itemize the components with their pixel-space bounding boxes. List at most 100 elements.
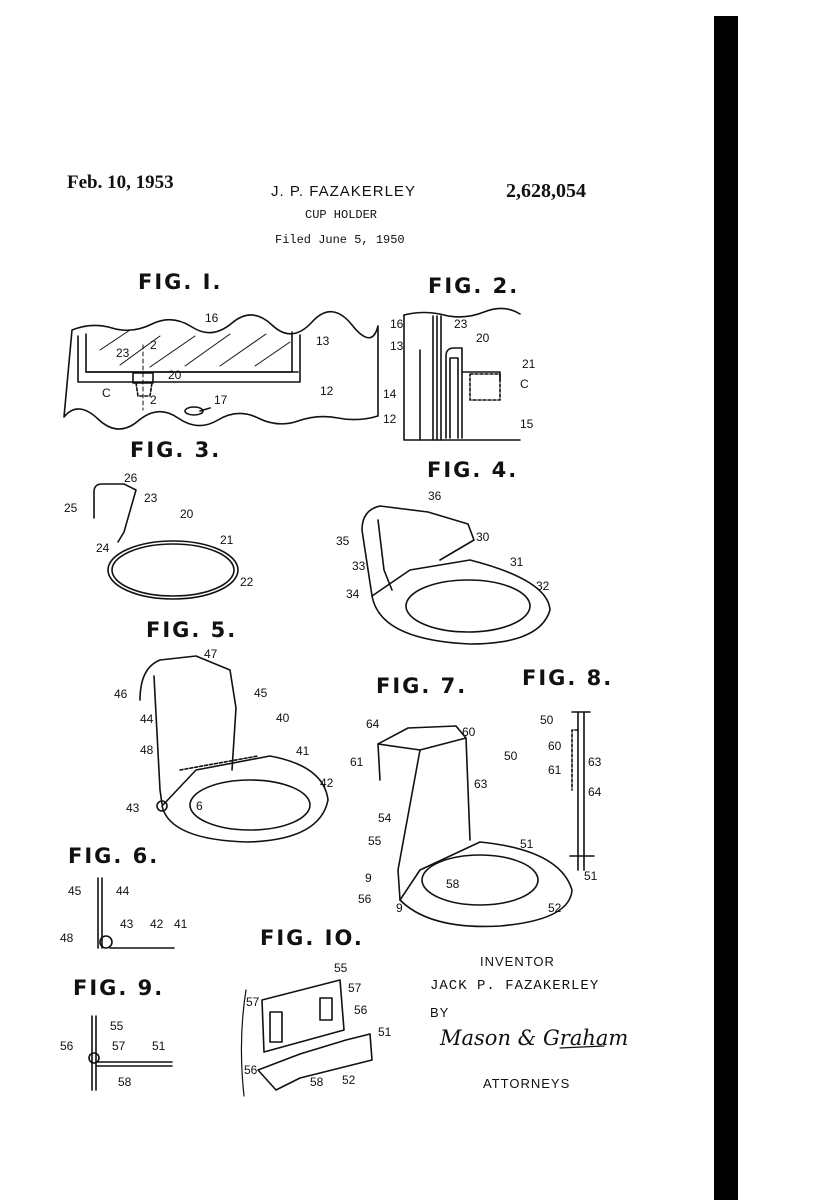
svg-text:41: 41 <box>296 744 310 758</box>
svg-text:55: 55 <box>368 834 382 848</box>
fig7-drawing: 64 60 61 50 63 54 55 51 9 58 56 9 52 <box>350 717 573 928</box>
svg-text:52: 52 <box>342 1073 356 1087</box>
svg-text:48: 48 <box>140 743 154 757</box>
patent-title: CUP HOLDER <box>305 208 378 222</box>
svg-text:31: 31 <box>510 555 524 569</box>
svg-text:47: 47 <box>204 647 218 661</box>
attorneys-label: ATTORNEYS <box>483 1076 571 1091</box>
fig6-label: FIG. 6. <box>68 844 160 868</box>
svg-text:23: 23 <box>454 317 468 331</box>
svg-text:9: 9 <box>396 901 403 915</box>
svg-text:17: 17 <box>214 393 228 407</box>
fig4-label: FIG. 4. <box>427 458 519 482</box>
svg-text:57: 57 <box>348 981 362 995</box>
svg-text:64: 64 <box>588 785 602 799</box>
fig10-label: FIG. IO. <box>260 926 364 950</box>
svg-text:25: 25 <box>64 501 78 515</box>
fig7-label: FIG. 7. <box>376 674 468 698</box>
svg-text:23: 23 <box>144 491 158 505</box>
svg-text:42: 42 <box>320 776 334 790</box>
by-label: BY <box>430 1005 450 1020</box>
fig5-label: FIG. 5. <box>146 618 238 642</box>
svg-text:32: 32 <box>536 579 550 593</box>
svg-text:20: 20 <box>168 368 182 382</box>
svg-text:36: 36 <box>428 489 442 503</box>
fig8-drawing: 50 60 63 61 64 51 <box>540 711 602 883</box>
svg-text:56: 56 <box>60 1039 74 1053</box>
svg-text:12: 12 <box>320 384 334 398</box>
fig9-label: FIG. 9. <box>73 976 165 1000</box>
svg-text:21: 21 <box>220 533 234 547</box>
svg-text:63: 63 <box>588 755 602 769</box>
patent-number: 2,628,054 <box>506 180 586 202</box>
svg-text:50: 50 <box>504 749 518 763</box>
fig5-drawing: 47 46 45 44 40 48 41 42 43 6 <box>114 647 334 843</box>
svg-text:6: 6 <box>196 799 203 813</box>
svg-text:51: 51 <box>152 1039 166 1053</box>
svg-text:15: 15 <box>520 417 534 431</box>
svg-text:51: 51 <box>584 869 598 883</box>
svg-text:46: 46 <box>114 687 128 701</box>
svg-text:13: 13 <box>390 339 404 353</box>
svg-text:58: 58 <box>446 877 460 891</box>
inventor-name: JACK P. FAZAKERLEY <box>430 978 600 994</box>
fig6-drawing: 45 44 43 42 41 48 <box>60 877 188 949</box>
svg-text:64: 64 <box>366 717 380 731</box>
svg-text:45: 45 <box>254 686 268 700</box>
svg-text:12: 12 <box>383 412 397 426</box>
svg-text:61: 61 <box>350 755 364 769</box>
svg-text:26: 26 <box>124 471 138 485</box>
svg-text:48: 48 <box>60 931 74 945</box>
svg-text:33: 33 <box>352 559 366 573</box>
svg-text:16: 16 <box>390 317 404 331</box>
svg-text:54: 54 <box>378 811 392 825</box>
svg-text:56: 56 <box>358 892 372 906</box>
svg-text:56: 56 <box>244 1063 258 1077</box>
svg-text:57: 57 <box>112 1039 126 1053</box>
fig1-label: FIG. I. <box>138 270 223 294</box>
fig2-label: FIG. 2. <box>428 274 520 298</box>
svg-text:43: 43 <box>126 801 140 815</box>
fig8-label: FIG. 8. <box>522 666 614 690</box>
svg-text:56: 56 <box>354 1003 368 1017</box>
fig4-drawing: 36 35 30 33 31 34 32 <box>336 489 551 645</box>
fig3-label: FIG. 3. <box>130 438 222 462</box>
svg-text:52: 52 <box>548 901 562 915</box>
filed-date: Filed June 5, 1950 <box>275 233 405 247</box>
fig9-drawing: 55 56 57 51 58 <box>60 1015 173 1091</box>
svg-text:55: 55 <box>110 1019 124 1033</box>
svg-text:58: 58 <box>310 1075 324 1089</box>
svg-text:61: 61 <box>548 763 562 777</box>
svg-text:44: 44 <box>116 884 130 898</box>
svg-text:41: 41 <box>174 917 188 931</box>
svg-text:50: 50 <box>540 713 554 727</box>
fig3-drawing: 26 25 23 20 21 24 22 <box>64 471 254 600</box>
svg-text:16: 16 <box>205 311 219 325</box>
fig1-drawing: 16 13 23 2 20 C 2 17 12 <box>63 310 379 430</box>
svg-text:13: 13 <box>316 334 330 348</box>
patent-date: Feb. 10, 1953 <box>67 172 174 193</box>
scan-edge-bar <box>714 16 738 1200</box>
svg-text:51: 51 <box>378 1025 392 1039</box>
svg-text:14: 14 <box>383 387 397 401</box>
fig2-drawing: 16 23 13 20 21 C 14 12 15 <box>383 307 536 441</box>
svg-text:C: C <box>520 377 529 391</box>
svg-text:20: 20 <box>476 331 490 345</box>
svg-text:58: 58 <box>118 1075 132 1089</box>
inventor-label: INVENTOR <box>480 954 555 969</box>
svg-text:23: 23 <box>116 346 130 360</box>
svg-text:9: 9 <box>365 871 372 885</box>
svg-text:2: 2 <box>150 393 157 407</box>
svg-text:22: 22 <box>240 575 254 589</box>
svg-text:35: 35 <box>336 534 350 548</box>
svg-text:24: 24 <box>96 541 110 555</box>
svg-text:30: 30 <box>476 530 490 544</box>
svg-text:43: 43 <box>120 917 134 931</box>
svg-text:42: 42 <box>150 917 164 931</box>
svg-text:55: 55 <box>334 961 348 975</box>
svg-text:C: C <box>102 386 111 400</box>
svg-text:44: 44 <box>140 712 154 726</box>
svg-text:40: 40 <box>276 711 290 725</box>
svg-text:60: 60 <box>462 725 476 739</box>
svg-text:57: 57 <box>246 995 260 1009</box>
